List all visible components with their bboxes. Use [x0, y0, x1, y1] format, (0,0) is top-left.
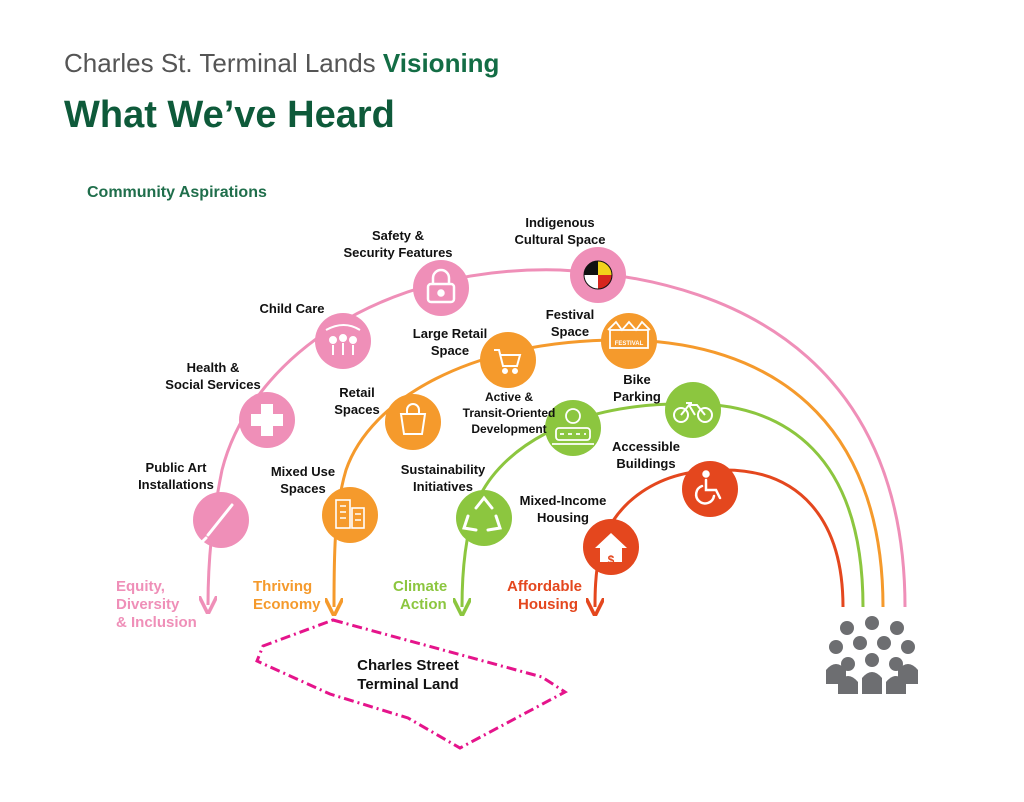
node-accessible: [682, 461, 738, 517]
title-plain: Charles St. Terminal Lands: [64, 48, 376, 78]
site-boundary: [255, 618, 568, 750]
plus-icon: [251, 404, 283, 436]
bicycle-icon: [673, 402, 713, 423]
family-icon: [325, 324, 361, 355]
node-health: [239, 392, 295, 448]
train-icon: [552, 408, 594, 445]
node-public-art: [193, 492, 249, 548]
node-indigenous: [570, 247, 626, 303]
node-sustainability: [456, 490, 512, 546]
wheelchair-icon: [694, 470, 722, 505]
crowd-icon: [826, 616, 918, 694]
shopping-bag-icon: [399, 403, 427, 435]
node-transit: [545, 400, 601, 456]
node-festival: FESTIVAL: [601, 313, 657, 369]
label-safety: Safety &Security Features: [343, 228, 452, 260]
lock-icon: [426, 268, 456, 304]
section-subheading: Community Aspirations: [87, 184, 267, 201]
recycle-icon: [462, 495, 502, 532]
page-heading: What We’ve Heard: [64, 94, 395, 136]
node-child-care: [315, 313, 371, 369]
node-bike: [665, 382, 721, 438]
page-title: Charles St. Terminal Lands Visioning: [64, 48, 499, 79]
title-strong: Visioning: [382, 48, 500, 78]
node-retail: [385, 394, 441, 450]
shopping-cart-icon: [494, 349, 522, 374]
house-icon: [595, 533, 627, 562]
label-health: Health &Social Services: [165, 360, 260, 392]
buildings-icon: [335, 499, 365, 529]
festival-banner-text: FESTIVAL: [615, 341, 644, 347]
medicine-wheel-icon: [583, 260, 613, 290]
label-child-care: Child Care: [259, 301, 324, 316]
paintbrush-icon: [200, 503, 234, 544]
festival-tent-icon: [607, 320, 651, 349]
category-equity: Equity,Diversity& Inclusion: [116, 578, 197, 631]
node-safety: [413, 260, 469, 316]
dollar-icon: $: [608, 553, 615, 567]
node-mixed-use: [322, 487, 378, 543]
node-large-retail: [480, 332, 536, 388]
node-mixed-income: $: [583, 519, 639, 575]
